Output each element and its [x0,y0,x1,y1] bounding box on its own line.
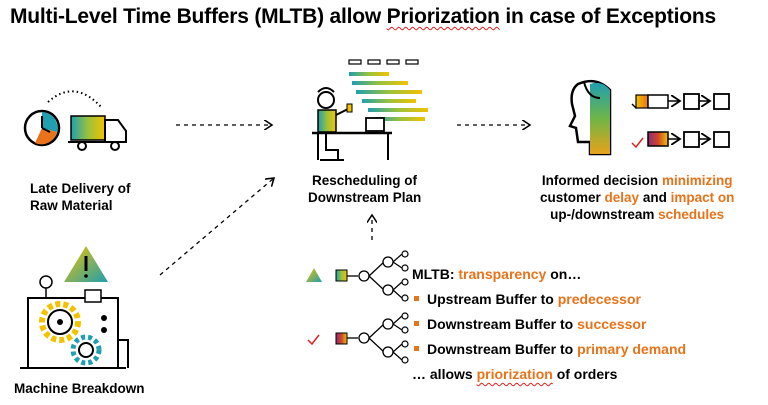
rescheduling-label: Rescheduling of Downstream Plan [308,173,422,205]
list-item: Downstream Buffer to primary demand [412,337,686,362]
decision-flow-top [631,93,730,110]
list-item: Upstream Buffer to predecessor [412,287,686,312]
worker-at-desk-icon [312,87,392,161]
tree-diagram-icon [307,312,409,364]
bullet-icon [414,321,419,327]
machine-breakdown-label: Machine Breakdown [14,381,145,396]
arrow-breakdown-to-rescheduling [159,178,274,276]
late-delivery-label: Late Delivery of Raw Material [30,181,131,213]
list-item: Downstream Buffer to successor [412,312,686,337]
page-title: Multi-Level Time Buffers (MLTB) allow Pr… [10,5,716,28]
decision-flow-bottom [631,131,730,149]
truck-icon [68,115,127,151]
decision-text: Informed decision minimizing customer de… [540,173,735,222]
bullet-icon [414,296,419,302]
clock-icon [23,90,103,147]
person-head-icon [568,79,612,156]
warning-triangle-icon [64,246,108,282]
machine-gears-icon [20,275,129,369]
mltb-list: MLTB: transparency on… Upstream Buffer t… [412,262,686,387]
bullet-icon [414,346,419,352]
schedule-bars-icon [348,59,428,121]
mltb-conclusion: … allows priorization of orders [412,366,618,382]
mltb-heading: MLTB: transparency on… [412,266,582,282]
tree-diagram-icon [306,250,409,302]
